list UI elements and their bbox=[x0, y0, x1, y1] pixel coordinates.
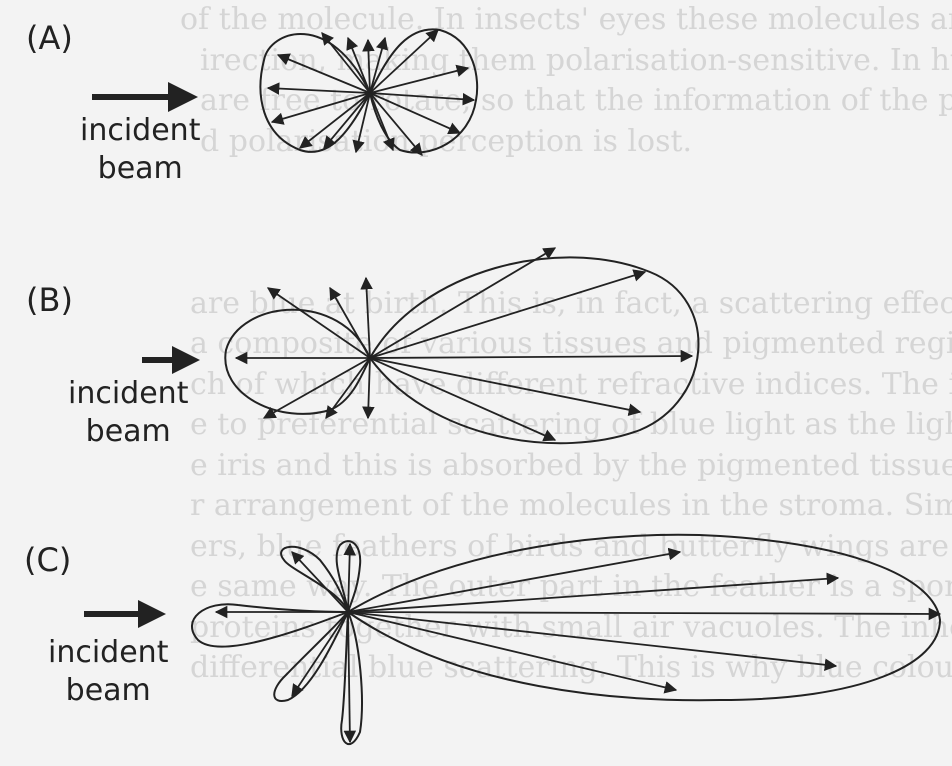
incident-label-text: incident bbox=[68, 376, 189, 411]
scattering-envelope-c bbox=[191, 533, 942, 745]
panel-b-label: (B) bbox=[26, 281, 73, 319]
panel-c-label: (C) bbox=[24, 541, 72, 579]
incident-beam-label-b: incident beam bbox=[68, 375, 188, 450]
scattering-envelope-b bbox=[224, 256, 700, 445]
panel-c-diagram bbox=[84, 533, 942, 745]
beam-label-text: beam bbox=[97, 150, 183, 186]
incident-beam-arrowhead-b bbox=[172, 346, 200, 374]
incident-beam-label-a: incident beam bbox=[80, 112, 200, 187]
scatter-vectors-b bbox=[234, 247, 694, 442]
scatter-vectors-a bbox=[266, 29, 476, 156]
incident-beam-label-c: incident beam bbox=[48, 634, 168, 709]
incident-label-text: incident bbox=[80, 113, 201, 148]
beam-label-text: beam bbox=[85, 413, 171, 449]
beam-label-text: beam bbox=[65, 672, 151, 708]
incident-label-text: incident bbox=[48, 635, 169, 670]
scattering-envelope-a bbox=[259, 28, 479, 154]
incident-beam-arrowhead-a bbox=[168, 82, 198, 112]
incident-beam-arrowhead-c bbox=[138, 600, 166, 628]
panel-b-diagram bbox=[142, 247, 700, 445]
panel-a-diagram bbox=[92, 28, 479, 156]
scatter-vectors-c bbox=[214, 542, 942, 744]
panel-a-label: (A) bbox=[26, 19, 73, 57]
